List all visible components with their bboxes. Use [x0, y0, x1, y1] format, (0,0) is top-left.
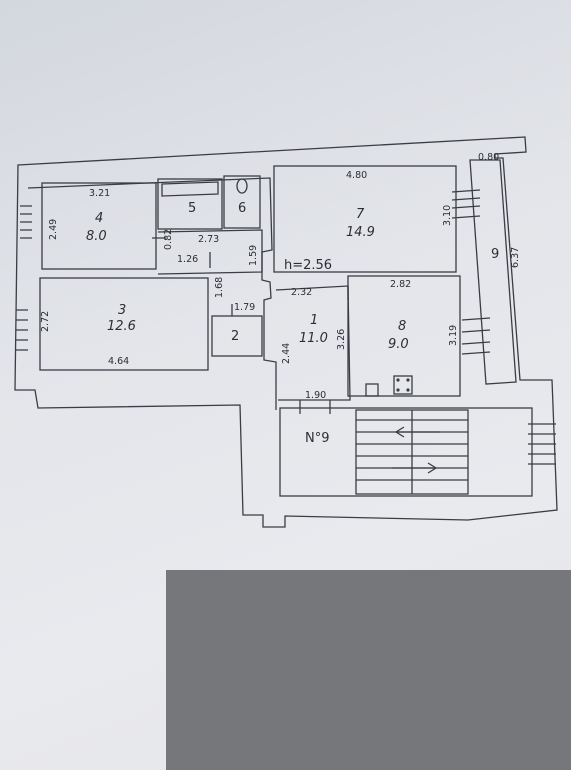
room-4-area: 8.0	[86, 229, 107, 244]
dim-room2-width: 1.79	[234, 302, 255, 313]
room-1-outline	[275, 285, 351, 401]
stairwell-label: N°9	[305, 431, 330, 446]
room-7-number: 7	[356, 207, 365, 222]
dim-room3-height: 2.72	[40, 311, 51, 332]
dim-room1-bottom: 1.90	[305, 390, 326, 401]
room-4-outline	[41, 182, 157, 270]
dim-balcony-width: 0.80	[478, 152, 499, 163]
stair-steps	[356, 410, 468, 494]
redacted-area	[166, 570, 571, 770]
room-4-number: 4	[95, 211, 103, 226]
bathtub	[161, 181, 219, 197]
dim-tick-corridor	[152, 237, 233, 316]
window-stair	[528, 423, 556, 465]
room-3-number: 3	[118, 303, 126, 318]
dim-room7-bottom: 2.32	[291, 287, 312, 298]
dim-room8-height: 3.19	[448, 325, 459, 346]
dim-room5-width: 2.73	[198, 234, 219, 245]
room-8-number: 8	[398, 319, 406, 334]
dim-room8-width: 2.82	[390, 279, 411, 290]
window-room8	[461, 317, 491, 355]
room-6-outline	[223, 175, 261, 229]
window-room3	[16, 309, 28, 351]
dim-room2-height: 1.68	[214, 277, 225, 298]
dim-room3-width: 4.64	[108, 356, 129, 367]
room-6-number: 6	[238, 201, 246, 216]
dim-corridor-width: 0.82	[163, 229, 174, 250]
dim-room4-width: 3.21	[89, 188, 110, 199]
room-3-outline	[39, 277, 209, 371]
ceiling-height: h=2.56	[284, 258, 332, 273]
dim-room1-left: 2.44	[281, 343, 292, 364]
door-room1	[299, 400, 331, 414]
stove	[393, 375, 413, 395]
room-2-outline	[211, 315, 263, 357]
stair-arrow-up	[394, 426, 440, 438]
room-3-area: 12.6	[107, 319, 136, 334]
dim-room7-width: 4.80	[346, 170, 367, 181]
stair-arrow-down	[392, 462, 438, 474]
inner-wall	[27, 177, 277, 410]
dim-balcony-length: 6.37	[510, 247, 521, 268]
room-9-balcony	[469, 159, 517, 385]
stairwell-outline	[279, 407, 533, 497]
corridor-outline	[157, 229, 263, 275]
room-7-area: 14.9	[346, 225, 375, 240]
room-8-outline	[347, 275, 461, 397]
room-5-number: 5	[188, 201, 196, 216]
room-7-outline	[273, 165, 457, 273]
dim-corridor-length: 1.26	[177, 254, 198, 265]
dim-room4-height: 2.49	[48, 219, 59, 240]
room-8-area: 9.0	[388, 337, 409, 352]
sink	[365, 383, 379, 397]
window-room4	[20, 205, 32, 239]
dim-room1-upper: 1.59	[248, 245, 259, 266]
room-2-number: 2	[231, 329, 239, 344]
toilet-fixture	[236, 178, 248, 194]
room-5-outline	[157, 178, 223, 230]
room-1-number: 1	[310, 313, 318, 328]
window-room7	[451, 189, 481, 219]
dim-room1-right: 3.26	[336, 329, 347, 350]
room-1-area: 11.0	[299, 331, 328, 346]
dim-room7-height: 3.10	[442, 205, 453, 226]
room-9-number: 9	[491, 247, 499, 262]
outer-wall	[14, 136, 558, 528]
